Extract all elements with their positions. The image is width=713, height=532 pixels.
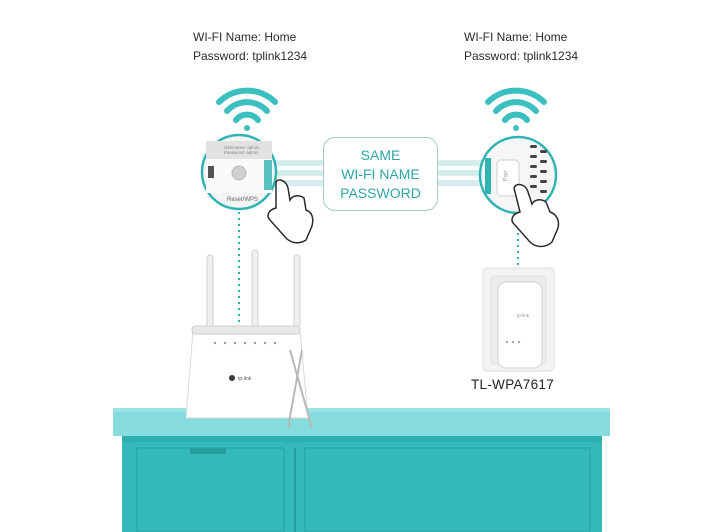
center-line2: WI-FI NAME — [341, 165, 420, 182]
router-closeup-circle — [200, 133, 278, 211]
powerline-extender: tp-link — [497, 281, 543, 369]
right-wifi-name: WI-FI Name: Home — [464, 30, 568, 44]
extender-model-label: TL-WPA7617 — [471, 377, 555, 392]
center-line3: PASSWORD — [340, 184, 421, 201]
wifi-icon-right — [485, 87, 547, 131]
router: tp-link — [185, 249, 313, 429]
connector-bars — [268, 160, 486, 186]
extender-brand: tp-link — [517, 313, 530, 318]
left-wifi-name: WI-FI Name: Home — [193, 30, 297, 44]
router-sticker-line2: Password: admin — [224, 150, 259, 155]
reset-wps-label: Reset/WPS — [227, 197, 259, 203]
router-sticker-line1: Username: admin — [224, 145, 260, 150]
left-wifi-password: Password: tplink1234 — [193, 49, 308, 63]
same-credentials-box: SAME WI-FI NAME PASSWORD — [323, 137, 438, 211]
cabinet — [113, 408, 610, 532]
wifi-icon-left — [216, 87, 278, 131]
router-brand: tp-link — [238, 376, 252, 382]
hand-icon-right — [511, 183, 560, 248]
right-wifi-password: Password: tplink1234 — [464, 49, 579, 63]
center-line1: SAME — [360, 146, 401, 163]
hand-icon-left — [267, 179, 314, 244]
pair-label: Pair — [503, 170, 510, 182]
